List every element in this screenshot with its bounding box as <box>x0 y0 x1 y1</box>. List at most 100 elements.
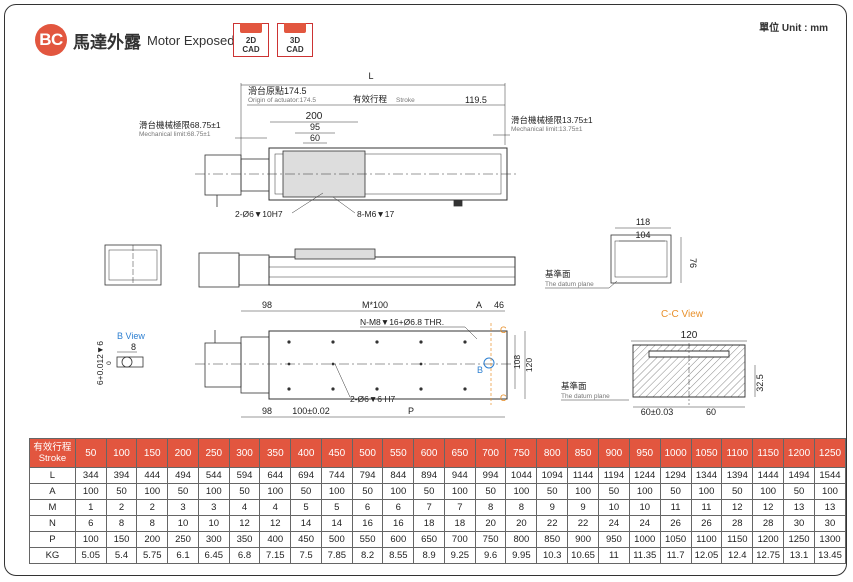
table-cell: 344 <box>74 467 107 484</box>
stroke-header-cell: 500 <box>351 438 384 468</box>
dim-120-vertical: 120 <box>524 358 534 372</box>
b-view-title: B View <box>117 331 145 341</box>
technical-drawing: L 滑台原點174.5 Origin of actuator:174.5 有效行… <box>95 71 765 418</box>
table-cell: 844 <box>382 467 415 484</box>
stroke-header-cell: 650 <box>443 438 476 468</box>
table-cell: 1094 <box>536 467 569 484</box>
table-cell: 28 <box>752 515 785 532</box>
table-cell: 1150 <box>721 531 754 548</box>
series-badge: BC <box>35 24 67 56</box>
table-cell: 12.05 <box>690 547 723 564</box>
table-cell: 1044 <box>505 467 538 484</box>
table-cell: 6.45 <box>197 547 230 564</box>
stroke-label-cn: 有效行程 <box>353 94 388 104</box>
table-cell: 1294 <box>659 467 692 484</box>
title-english: Motor Exposed <box>147 32 235 48</box>
table-cell: 5 <box>320 499 353 516</box>
table-cell: 14 <box>320 515 353 532</box>
table-cell: 12.75 <box>752 547 785 564</box>
table-cell: 450 <box>290 531 322 548</box>
b-view: B View 8 6+0.012▼6 0 <box>95 331 145 385</box>
table-cell: 13 <box>813 499 846 516</box>
table-cell: 11.7 <box>659 547 692 564</box>
table-cell: 30 <box>783 515 815 532</box>
table-cell: 6 <box>74 515 107 532</box>
hole-label-8: 8-M6▼17 <box>357 209 395 219</box>
top-view: L 滑台原點174.5 Origin of actuator:174.5 有效行… <box>139 71 593 219</box>
cc-view-title: C-C View <box>661 309 704 320</box>
label-B: B <box>477 365 483 375</box>
stroke-header-cell: 1100 <box>721 438 754 468</box>
table-cell: 794 <box>351 467 384 484</box>
table-cell: 20 <box>474 515 507 532</box>
stroke-header-cell: 950 <box>628 438 661 468</box>
table-cell: 7 <box>443 499 476 516</box>
table-cell: 1000 <box>628 531 661 548</box>
table-cell: 8.9 <box>413 547 445 564</box>
stroke-header-cell: 1200 <box>783 438 815 468</box>
table-cell: 1394 <box>721 467 754 484</box>
table-cell: 544 <box>197 467 230 484</box>
label-C-bottom: C <box>500 393 507 403</box>
table-cell: 350 <box>228 531 261 548</box>
table-cell: 944 <box>443 467 476 484</box>
table-cell: 12 <box>752 499 785 516</box>
table-cell: 10 <box>167 515 199 532</box>
stroke-header-cell: 300 <box>228 438 261 468</box>
table-cell: 12 <box>228 515 261 532</box>
table-cell: 50 <box>290 483 322 500</box>
table-cell: 24 <box>628 515 661 532</box>
table-cell: 12 <box>721 499 754 516</box>
mech-limit-left-en: Mechanical limit:68.75±1 <box>139 131 211 138</box>
dim-98-bottom: 98 <box>262 406 272 416</box>
dim-100-tolerance: 100±0.02 <box>292 406 329 416</box>
table-cell: 30 <box>813 515 846 532</box>
dim-200: 200 <box>306 111 323 122</box>
table-cell: 12 <box>259 515 292 532</box>
floppy-disk-icon <box>240 23 262 33</box>
table-cell: 10.65 <box>567 547 599 564</box>
table-cell: 28 <box>721 515 754 532</box>
table-cell: 7.5 <box>290 547 322 564</box>
stroke-header-cell: 100 <box>105 438 138 468</box>
table-cell: 100 <box>443 483 476 500</box>
table-cell: 7.85 <box>320 547 353 564</box>
table-cell: 50 <box>351 483 384 500</box>
table-cell: 644 <box>259 467 292 484</box>
table-cell: 12.4 <box>721 547 754 564</box>
table-cell: 100 <box>813 483 846 500</box>
cc-view: C-C View 120 32.5 60±0.03 60 基準面 The dat… <box>561 309 765 417</box>
stroke-header-cell: 1050 <box>690 438 723 468</box>
dim-120-cc: 120 <box>681 330 698 341</box>
table-cell: 50 <box>413 483 445 500</box>
row-label: L <box>29 467 76 484</box>
table-cell: 6.1 <box>167 547 199 564</box>
table-cell: 1200 <box>752 531 785 548</box>
table-cell: 8 <box>505 499 538 516</box>
table-cell: 2 <box>105 499 138 516</box>
dim-M100: M*100 <box>362 300 388 310</box>
stroke-header-cell: 200 <box>167 438 199 468</box>
table-cell: 150 <box>105 531 138 548</box>
table-cell: 1050 <box>659 531 692 548</box>
table-cell: 100 <box>567 483 599 500</box>
table-cell: 594 <box>228 467 261 484</box>
stroke-header-cell: 700 <box>474 438 507 468</box>
table-cell: 1100 <box>690 531 723 548</box>
table-cell: 1444 <box>752 467 785 484</box>
dim-32-5: 32.5 <box>755 374 765 392</box>
dim-95: 95 <box>310 122 320 132</box>
table-cell: 250 <box>167 531 199 548</box>
table-cell: 894 <box>413 467 445 484</box>
table-cell: 4 <box>259 499 292 516</box>
table-cell: 1144 <box>567 467 599 484</box>
